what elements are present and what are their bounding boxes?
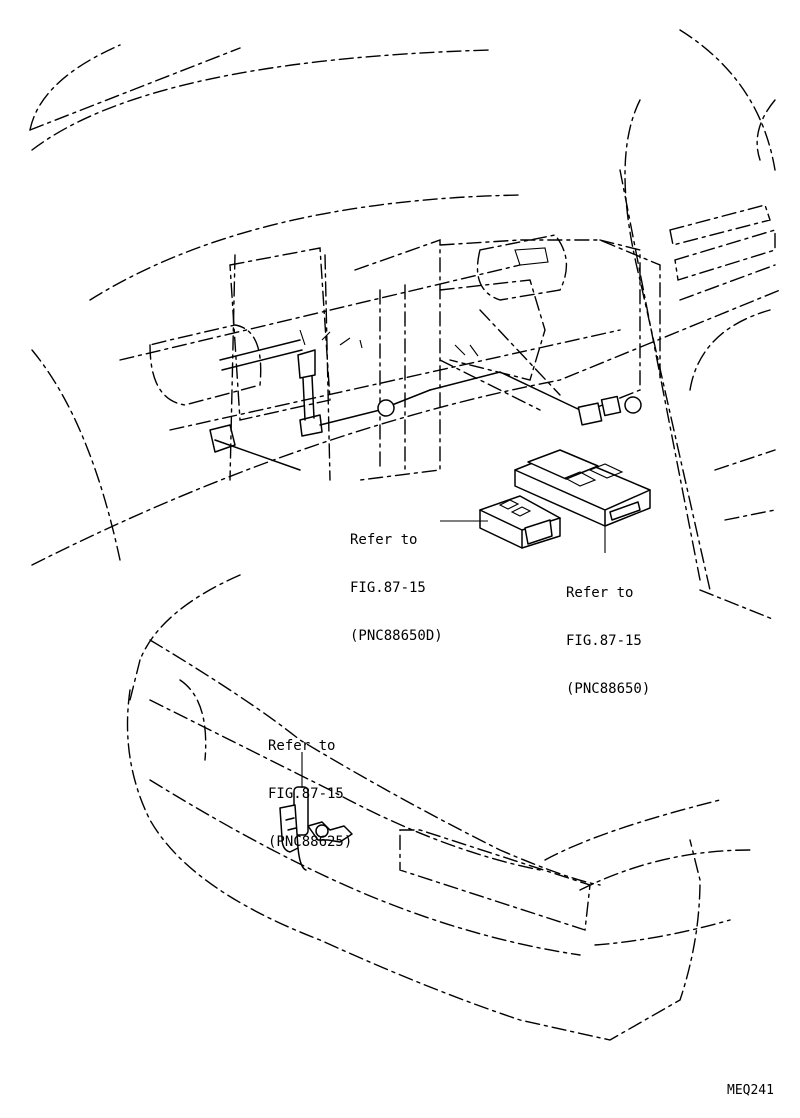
leader-lines	[301, 520, 606, 788]
callout-pnc88625: Refer to FIG.87-15 (PNC88625)	[268, 706, 352, 866]
temperature-sensor	[279, 786, 353, 871]
callout-refer-text: Refer to	[268, 738, 336, 754]
callout-pnc-text: (PNC88625)	[268, 834, 353, 850]
callout-pnc88650d: Refer to FIG.87-15 (PNC88650D)	[350, 500, 443, 660]
heater-unit-assembly	[149, 234, 661, 481]
callout-fig-text: FIG.87-15	[566, 633, 642, 649]
small-control-unit	[479, 495, 561, 549]
callout-refer-text: Refer to	[350, 532, 418, 548]
drawing-code: MEQ241	[727, 1083, 774, 1098]
front-bumper-outline	[126, 574, 751, 1041]
callout-pnc88650: Refer to FIG.87-15 (PNC88650)	[566, 553, 650, 713]
callout-fig-text: FIG.87-15	[268, 786, 344, 802]
callout-pnc-text: (PNC88650D)	[350, 628, 443, 644]
callout-pnc-text: (PNC88650)	[566, 681, 651, 697]
callout-fig-text: FIG.87-15	[350, 580, 426, 596]
callout-refer-text: Refer to	[566, 585, 634, 601]
